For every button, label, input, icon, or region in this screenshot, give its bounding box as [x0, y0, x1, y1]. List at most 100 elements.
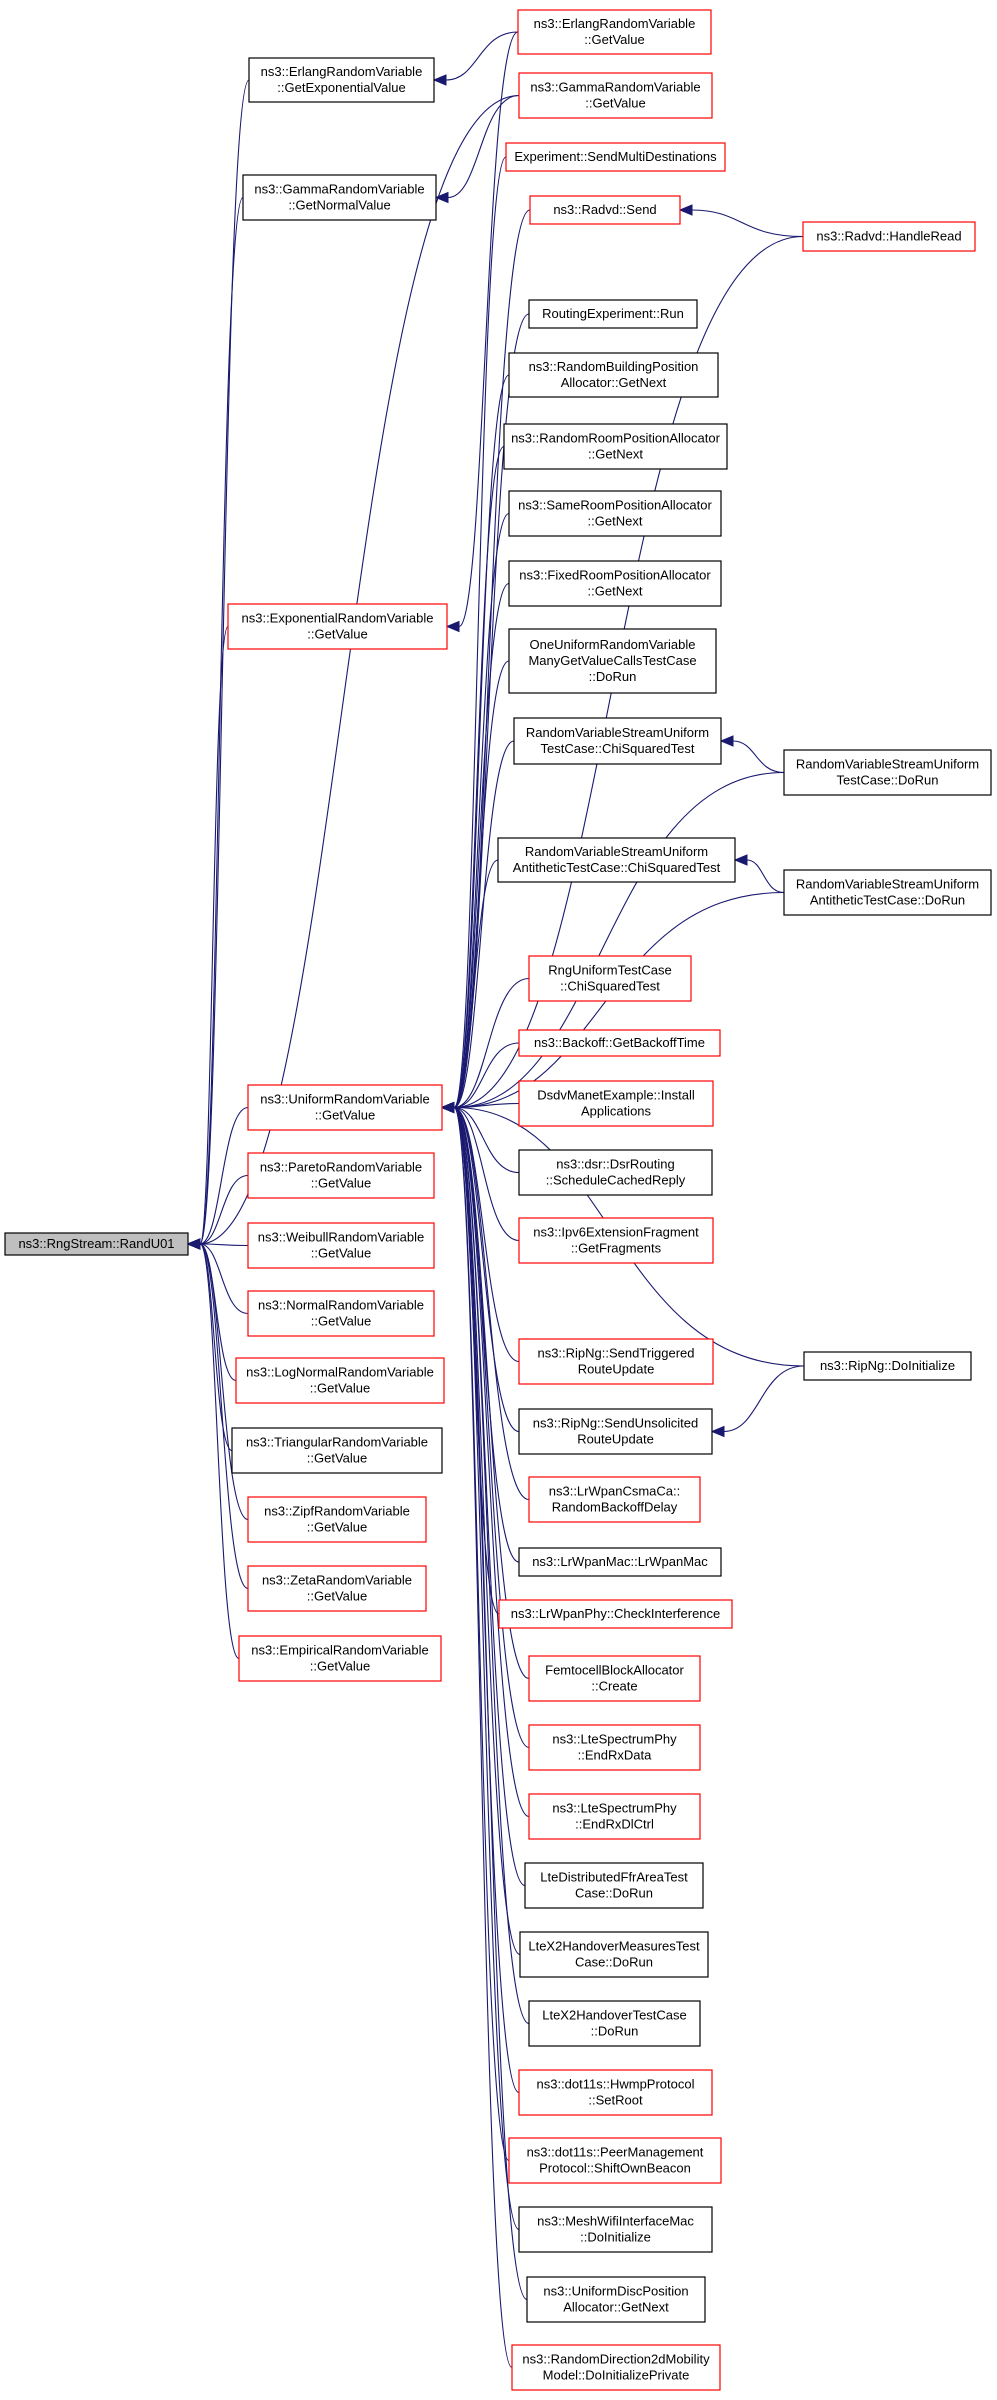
node-lrwpanmac[interactable]: ns3::LrWpanMac::LrWpanMac [518, 1547, 722, 1577]
node-box-randdir2d[interactable] [511, 2344, 721, 2391]
node-root[interactable]: ns3::RngStream::RandU01 [4, 1232, 189, 1256]
node-box-radvd_handleread[interactable] [802, 221, 976, 252]
node-box-ripng_trig[interactable] [518, 1338, 714, 1385]
node-sendmulti[interactable]: Experiment::SendMultiDestinations [505, 142, 726, 172]
node-box-pareto[interactable] [247, 1152, 435, 1199]
node-weibull[interactable]: ns3::WeibullRandomVariable::GetValue [247, 1222, 435, 1269]
node-dsr[interactable]: ns3::dsr::DsrRouting::ScheduleCachedRepl… [518, 1149, 713, 1196]
node-box-rvsu_chi[interactable] [513, 717, 722, 765]
node-box-ltedistributed[interactable] [524, 1862, 704, 1909]
node-box-fixedroom[interactable] [508, 560, 722, 607]
node-box-rvsu_dorun[interactable] [783, 749, 992, 796]
node-zipf[interactable]: ns3::ZipfRandomVariable::GetValue [247, 1496, 427, 1543]
node-box-routingexp[interactable] [528, 299, 698, 329]
node-box-rvsua_chi[interactable] [497, 837, 736, 883]
node-box-lte_endrxdlctrl[interactable] [528, 1793, 701, 1840]
node-box-femtocell[interactable] [528, 1655, 701, 1702]
node-triangular[interactable]: ns3::TriangularRandomVariable::GetValue [231, 1427, 443, 1474]
node-box-zeta[interactable] [247, 1565, 427, 1612]
node-box-backoff[interactable] [518, 1029, 721, 1057]
node-box-zipf[interactable] [247, 1496, 427, 1543]
node-radvd_handleread[interactable]: ns3::Radvd::HandleRead [802, 221, 976, 252]
node-box-sameroom[interactable] [508, 490, 722, 537]
node-gamma_getnormal[interactable]: ns3::GammaRandomVariable::GetNormalValue [242, 174, 437, 221]
node-femtocell[interactable]: FemtocellBlockAllocator::Create [528, 1655, 701, 1702]
node-randroom[interactable]: ns3::RandomRoomPositionAllocator::GetNex… [503, 423, 728, 470]
node-box-dsr[interactable] [518, 1149, 713, 1196]
node-randbuilding[interactable]: ns3::RandomBuildingPositionAllocator::Ge… [508, 352, 719, 398]
node-ltex2handover[interactable]: LteX2HandoverTestCase::DoRun [528, 2000, 701, 2047]
node-lte_endrxdata[interactable]: ns3::LteSpectrumPhy::EndRxData [528, 1724, 701, 1771]
node-box-erlang_getvalue[interactable] [517, 9, 712, 55]
node-zeta[interactable]: ns3::ZetaRandomVariable::GetValue [247, 1565, 427, 1612]
node-box-ltex2measures[interactable] [519, 1931, 709, 1978]
node-box-ripng_doinit[interactable] [803, 1351, 972, 1381]
node-exp_getvalue[interactable]: ns3::ExponentialRandomVariable::GetValue [227, 603, 448, 650]
node-box-normal[interactable] [247, 1290, 435, 1337]
node-radvd_send[interactable]: ns3::Radvd::Send [529, 195, 681, 225]
node-box-lrwpanmac[interactable] [518, 1547, 722, 1577]
node-box-uniformdisc[interactable] [526, 2276, 706, 2323]
node-box-rnguniform[interactable] [528, 955, 692, 1002]
node-ipv6frag[interactable]: ns3::Ipv6ExtensionFragment::GetFragments [518, 1217, 714, 1264]
node-box-gamma_getvalue[interactable] [518, 72, 713, 119]
node-lte_endrxdlctrl[interactable]: ns3::LteSpectrumPhy::EndRxDlCtrl [528, 1793, 701, 1840]
node-box-rvsua_dorun[interactable] [783, 869, 992, 916]
node-gamma_getvalue[interactable]: ns3::GammaRandomVariable::GetValue [518, 72, 713, 119]
node-rvsu_dorun[interactable]: RandomVariableStreamUniformTestCase::DoR… [783, 749, 992, 796]
node-box-lrwpanphy[interactable] [498, 1599, 733, 1629]
node-pareto[interactable]: ns3::ParetoRandomVariable::GetValue [247, 1152, 435, 1199]
node-box-ipv6frag[interactable] [518, 1217, 714, 1264]
node-rvsua_chi[interactable]: RandomVariableStreamUniformAntitheticTes… [497, 837, 736, 883]
node-empirical[interactable]: ns3::EmpiricalRandomVariable::GetValue [238, 1635, 442, 1682]
node-erlang_getvalue[interactable]: ns3::ErlangRandomVariable::GetValue [517, 9, 712, 55]
node-fixedroom[interactable]: ns3::FixedRoomPositionAllocator::GetNext [508, 560, 722, 607]
node-box-lte_endrxdata[interactable] [528, 1724, 701, 1771]
node-backoff[interactable]: ns3::Backoff::GetBackoffTime [518, 1029, 721, 1057]
node-box-hwmp[interactable] [518, 2069, 713, 2116]
node-box-lognormal[interactable] [235, 1357, 445, 1404]
node-lognormal[interactable]: ns3::LogNormalRandomVariable::GetValue [235, 1357, 445, 1404]
node-box-ltex2handover[interactable] [528, 2000, 701, 2047]
node-box-uniform_getvalue[interactable] [247, 1084, 443, 1131]
node-meshwifi[interactable]: ns3::MeshWifiInterfaceMac::DoInitialize [518, 2206, 713, 2253]
node-uniform_getvalue[interactable]: ns3::UniformRandomVariable::GetValue [247, 1084, 443, 1131]
node-box-erlang_getexp[interactable] [248, 57, 435, 103]
node-box-weibull[interactable] [247, 1222, 435, 1269]
node-lrwpanphy[interactable]: ns3::LrWpanPhy::CheckInterference [498, 1599, 733, 1629]
node-erlang_getexp[interactable]: ns3::ErlangRandomVariable::GetExponentia… [248, 57, 435, 103]
node-box-exp_getvalue[interactable] [227, 603, 448, 650]
node-box-ripng_unsol[interactable] [518, 1408, 713, 1455]
node-oneuniform[interactable]: OneUniformRandomVariableManyGetValueCall… [508, 628, 717, 694]
node-peermgmt[interactable]: ns3::dot11s::PeerManagementProtocol::Shi… [508, 2137, 722, 2184]
node-box-dsdv[interactable] [518, 1080, 714, 1127]
node-sameroom[interactable]: ns3::SameRoomPositionAllocator::GetNext [508, 490, 722, 537]
node-routingexp[interactable]: RoutingExperiment::Run [528, 299, 698, 329]
node-uniformdisc[interactable]: ns3::UniformDiscPositionAllocator::GetNe… [526, 2276, 706, 2323]
node-lrwpancsma[interactable]: ns3::LrWpanCsmaCa::RandomBackoffDelay [528, 1476, 701, 1523]
node-box-randbuilding[interactable] [508, 352, 719, 398]
node-randdir2d[interactable]: ns3::RandomDirection2dMobilityModel::DoI… [511, 2344, 721, 2391]
node-box-peermgmt[interactable] [508, 2137, 722, 2184]
node-box-lrwpancsma[interactable] [528, 1476, 701, 1523]
node-box-oneuniform[interactable] [508, 628, 717, 694]
node-rnguniform[interactable]: RngUniformTestCase::ChiSquaredTest [528, 955, 692, 1002]
node-rvsua_dorun[interactable]: RandomVariableStreamUniformAntitheticTes… [783, 869, 992, 916]
node-box-meshwifi[interactable] [518, 2206, 713, 2253]
node-box-gamma_getnormal[interactable] [242, 174, 437, 221]
node-box-sendmulti[interactable] [505, 142, 726, 172]
node-box-randroom[interactable] [503, 423, 728, 470]
node-box-radvd_send[interactable] [529, 195, 681, 225]
node-normal[interactable]: ns3::NormalRandomVariable::GetValue [247, 1290, 435, 1337]
node-hwmp[interactable]: ns3::dot11s::HwmpProtocol::SetRoot [518, 2069, 713, 2116]
node-box-empirical[interactable] [238, 1635, 442, 1682]
node-ripng_doinit[interactable]: ns3::RipNg::DoInitialize [803, 1351, 972, 1381]
node-box-root[interactable] [4, 1232, 189, 1256]
node-rvsu_chi[interactable]: RandomVariableStreamUniformTestCase::Chi… [513, 717, 722, 765]
node-box-triangular[interactable] [231, 1427, 443, 1474]
